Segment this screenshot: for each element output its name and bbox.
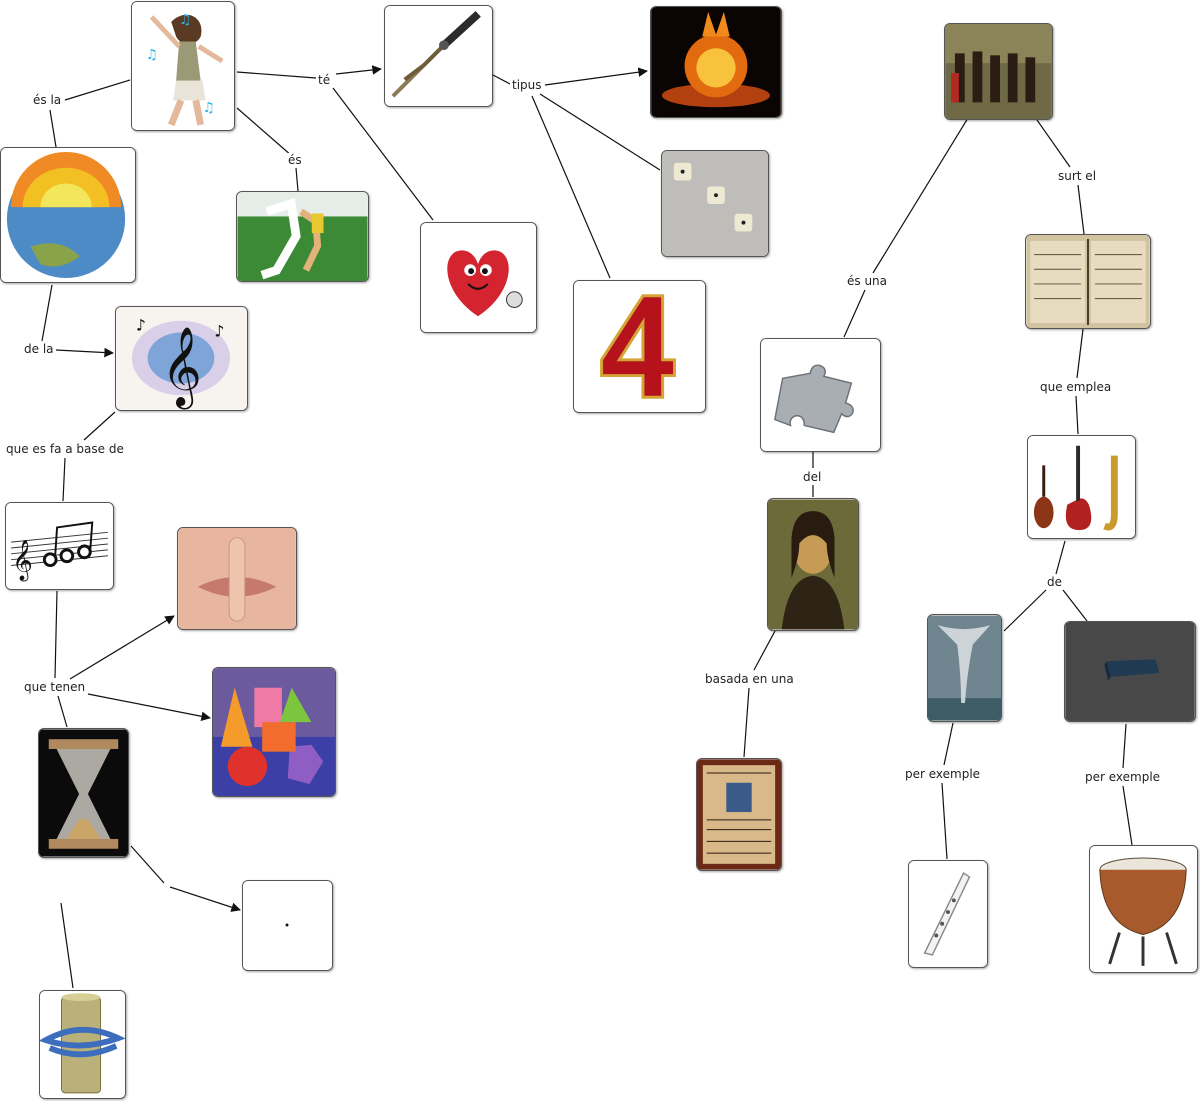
concept-node-compass[interactable] bbox=[384, 5, 493, 107]
silence-icon bbox=[178, 528, 296, 629]
concept-node-shapes[interactable] bbox=[212, 667, 336, 797]
svg-text:♫: ♫ bbox=[179, 12, 191, 28]
link-label-es-una: és una bbox=[845, 274, 889, 288]
svg-text:♫: ♫ bbox=[146, 47, 158, 63]
link-label-surt-el: surt el bbox=[1056, 169, 1098, 183]
link-label-que-emplea: que emplea bbox=[1038, 380, 1113, 394]
concept-node-treble-clef[interactable]: 𝄞 ♪ ♪ bbox=[115, 306, 248, 411]
dice-icon bbox=[662, 151, 768, 256]
treble-clef-icon: 𝄞 ♪ ♪ bbox=[116, 307, 247, 410]
explosion-icon bbox=[651, 7, 781, 117]
svg-text:𝄞: 𝄞 bbox=[161, 326, 202, 409]
music-notes-icon: 𝄞 bbox=[6, 503, 113, 589]
concept-node-runners[interactable] bbox=[236, 191, 369, 282]
link-label-per-exemple-2: per exemple bbox=[1083, 770, 1162, 784]
instruments-icon bbox=[1028, 436, 1135, 538]
concept-node-instruments[interactable] bbox=[1027, 435, 1136, 539]
dancer-icon: ♫ ♫ ♫ bbox=[132, 2, 234, 130]
link-label-es: és bbox=[286, 153, 304, 167]
concept-node-dot[interactable] bbox=[242, 880, 333, 971]
link-label-es-la: és la bbox=[31, 93, 63, 107]
puzzle-piece-icon bbox=[761, 339, 880, 451]
link-label-per-exemple-1: per exemple bbox=[903, 767, 982, 781]
concept-node-manuscript[interactable] bbox=[1025, 234, 1151, 329]
mona-lisa-icon bbox=[768, 499, 858, 630]
concept-node-dancer[interactable]: ♫ ♫ ♫ bbox=[131, 1, 235, 131]
earth-icon bbox=[1, 148, 135, 282]
tornado-icon bbox=[928, 615, 1001, 721]
concept-node-silence[interactable] bbox=[177, 527, 297, 630]
medieval-painting-icon bbox=[945, 24, 1052, 119]
concept-node-knot[interactable] bbox=[39, 990, 126, 1099]
heart-icon bbox=[421, 223, 536, 332]
shapes-icon bbox=[213, 668, 335, 796]
link-label-tipus: tipus bbox=[510, 78, 544, 92]
dot-icon bbox=[243, 881, 332, 970]
svg-text:♪: ♪ bbox=[136, 316, 146, 335]
concept-node-number-four[interactable] bbox=[573, 280, 706, 413]
concept-node-explosion[interactable] bbox=[650, 6, 782, 118]
knot-icon bbox=[40, 991, 125, 1098]
concept-node-hourglass[interactable] bbox=[38, 728, 129, 858]
concept-node-puzzle-piece[interactable] bbox=[760, 338, 881, 452]
concept-node-medieval-painting[interactable] bbox=[944, 23, 1053, 120]
timpani-icon bbox=[1090, 846, 1197, 972]
concept-node-tornado[interactable] bbox=[927, 614, 1002, 722]
block-icon bbox=[1065, 622, 1195, 721]
concept-node-mona-lisa[interactable] bbox=[767, 498, 859, 631]
link-label-de: de bbox=[1045, 575, 1064, 589]
concept-node-illuminated-page[interactable] bbox=[696, 758, 782, 871]
svg-text:♪: ♪ bbox=[214, 321, 224, 340]
svg-text:♫: ♫ bbox=[203, 100, 215, 116]
link-label-del: del bbox=[801, 470, 823, 484]
svg-text:𝄞: 𝄞 bbox=[12, 539, 33, 581]
recorder-icon bbox=[909, 861, 987, 967]
concept-node-timpani[interactable] bbox=[1089, 845, 1198, 973]
link-label-que-tenen: que tenen bbox=[22, 680, 87, 694]
link-label-que-es-fa-a-base-de: que es fa a base de bbox=[4, 442, 126, 456]
concept-node-heart[interactable] bbox=[420, 222, 537, 333]
concept-node-recorder[interactable] bbox=[908, 860, 988, 968]
compass-icon bbox=[385, 6, 492, 106]
runners-icon bbox=[237, 192, 368, 281]
hourglass-icon bbox=[39, 729, 128, 857]
link-label-te: té bbox=[316, 73, 332, 87]
link-label-de-la: de la bbox=[22, 342, 56, 356]
number-four-icon bbox=[574, 281, 705, 412]
concept-node-earth[interactable] bbox=[0, 147, 136, 283]
link-label-basada-en-una: basada en una bbox=[703, 672, 796, 686]
manuscript-icon bbox=[1026, 235, 1150, 328]
concept-node-block[interactable] bbox=[1064, 621, 1196, 722]
concept-node-dice[interactable] bbox=[661, 150, 769, 257]
concept-node-music-notes[interactable]: 𝄞 bbox=[5, 502, 114, 590]
illuminated-page-icon bbox=[697, 759, 781, 870]
